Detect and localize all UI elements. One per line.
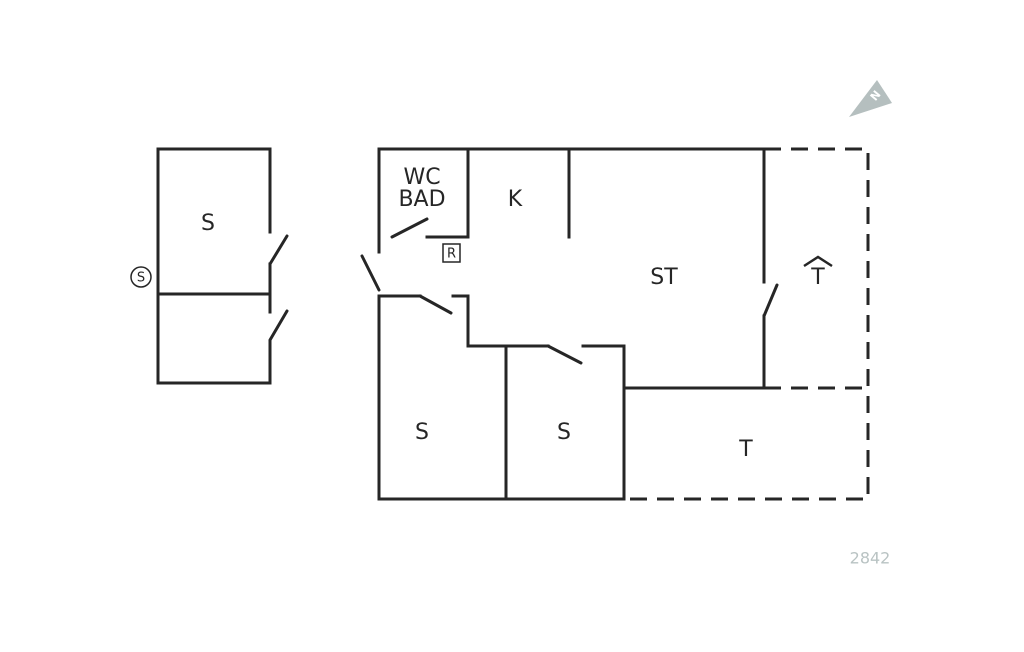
room-bedroom-left: S <box>415 420 429 445</box>
main-house-walls <box>377 147 766 501</box>
room-living-room: ST <box>650 265 678 290</box>
wc-door <box>390 217 429 239</box>
radiator-symbol: R <box>442 243 461 263</box>
room-kitchen: K <box>508 187 523 212</box>
covered-terrace-symbol: T <box>803 255 833 290</box>
room-wc-line2: BAD <box>398 187 445 212</box>
terrace-outlines <box>624 147 870 501</box>
entrance-door <box>360 254 381 292</box>
annex-building <box>156 147 289 385</box>
plan-number: 2842 <box>850 549 891 568</box>
bedroom-left-door <box>418 294 453 315</box>
annex-door-upper <box>268 234 289 266</box>
room-annex-bedroom: S <box>201 211 215 236</box>
room-terrace-bottom: T <box>738 437 753 462</box>
north-arrow: N <box>849 80 892 117</box>
covered-terrace-label: T <box>810 265 825 290</box>
terrace-door <box>762 283 779 318</box>
annex-door-lower <box>268 309 289 342</box>
room-bedroom-middle: S <box>557 420 571 445</box>
main-house-doors <box>360 217 779 365</box>
bedroom-middle-door <box>546 344 583 365</box>
sauna-label: S <box>137 271 145 286</box>
radiator-label: R <box>447 247 456 262</box>
room-wc-line1: WC <box>403 165 440 190</box>
sauna-symbol: S <box>130 266 152 288</box>
